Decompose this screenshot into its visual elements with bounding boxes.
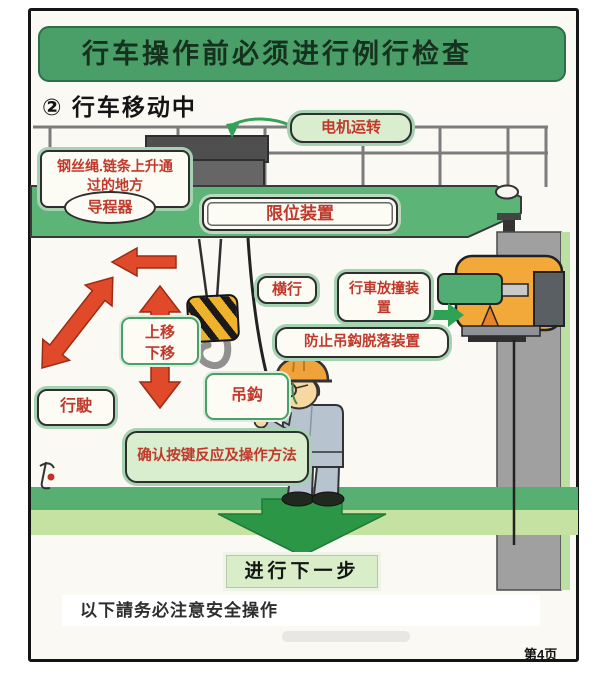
callout-hook: 吊鈎 <box>205 373 289 420</box>
safety-note-text: 以下請务必注意安全操作 <box>80 601 278 620</box>
callout-travel-label: 行駛 <box>59 398 92 415</box>
safety-note-band: 以下請务必注意安全操作 <box>62 595 540 626</box>
page-number: 第4页 <box>524 644 557 663</box>
callout-anti-collision: 行車放撞装 置 <box>337 272 431 322</box>
callout-limit-device: 限位装置 <box>202 197 398 231</box>
callout-limit-label: 限位装置 <box>266 204 334 223</box>
callout-confirm-operation: 确认按键反应及操作方法 <box>125 431 309 483</box>
section-subtitle: ② 行车移动中 <box>42 88 197 122</box>
callout-guide-label: 导程器 <box>87 199 133 216</box>
callout-motor-label: 电机运转 <box>320 119 381 136</box>
callout-anti-collision-line2: 置 <box>377 299 391 315</box>
section-marker: ② <box>42 94 64 120</box>
header-banner: 行车操作前必须进行例行检查 <box>38 26 566 82</box>
callout-rope-line1: 钢丝绳.链条上升通 <box>57 158 173 174</box>
callout-move-up-label: 上移 <box>144 324 175 341</box>
callout-hook-drop-label: 防止吊鈎脱落装置 <box>304 334 420 350</box>
next-step-box: 进行下一步 <box>226 555 378 588</box>
section-text: 行车移动中 <box>71 94 197 120</box>
page-number-text: 第4页 <box>524 647 558 662</box>
callout-anti-collision-line1: 行車放撞装 <box>349 280 419 296</box>
callout-hook-label: 吊鈎 <box>230 387 263 404</box>
callout-confirm-label: 确认按键反应及操作方法 <box>137 448 297 464</box>
callout-traverse: 横行 <box>257 276 317 304</box>
callout-hook-drop-prevention: 防止吊鈎脱落装置 <box>275 327 449 358</box>
callout-move-down-label: 下移 <box>144 345 175 362</box>
page-title: 行车操作前必须进行例行检查 <box>82 39 472 69</box>
callout-guide-device: 导程器 <box>64 191 156 224</box>
callout-motor: 电机运转 <box>290 113 412 143</box>
callout-traverse-label: 横行 <box>271 281 302 298</box>
callout-travel: 行駛 <box>37 389 115 426</box>
next-step-label: 进行下一步 <box>244 561 360 582</box>
callout-up-down: 上移 下移 <box>121 317 199 365</box>
faded-smudge <box>282 631 410 642</box>
